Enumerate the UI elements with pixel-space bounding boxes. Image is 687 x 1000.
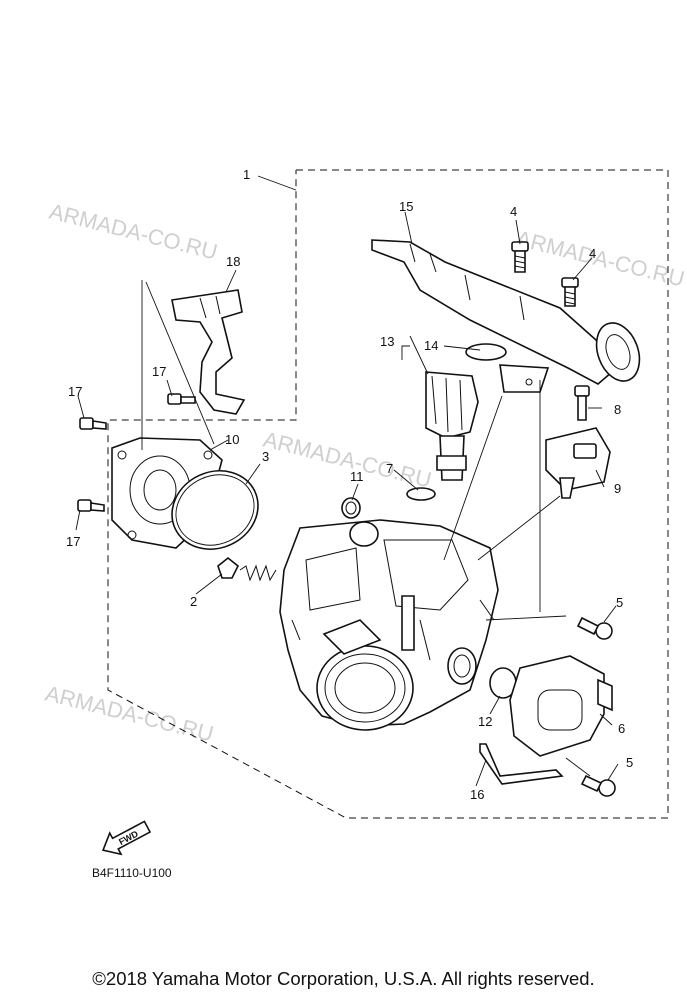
callout-4a: 4	[510, 204, 517, 219]
callout-5a: 5	[616, 595, 623, 610]
throttle-position-sensor	[509, 655, 613, 757]
rail-bolt-1	[511, 241, 529, 273]
callout-13: 13	[380, 334, 394, 349]
bracket	[171, 289, 246, 415]
screw-17-b	[79, 417, 107, 430]
fuel-rail	[371, 239, 641, 393]
fwd-arrow-icon: FWD	[101, 820, 152, 856]
callout-17c: 17	[66, 534, 80, 549]
callout-15: 15	[399, 199, 413, 214]
screw-5-a	[576, 616, 613, 640]
copyright-notice: ©2018 Yamaha Motor Corporation, U.S.A. A…	[92, 968, 595, 989]
screw-5-b	[580, 774, 616, 797]
intake-sensor	[545, 427, 611, 499]
callout-18: 18	[226, 254, 240, 269]
sensor-bolt	[574, 385, 590, 421]
callout-7: 7	[386, 461, 393, 476]
cap-11	[341, 497, 361, 519]
callout-14: 14	[424, 338, 438, 353]
callout-2: 2	[190, 594, 197, 609]
callout-4b: 4	[589, 246, 596, 261]
callout-12: 12	[478, 714, 492, 729]
callout-17b: 17	[68, 384, 82, 399]
gasket-ring	[171, 470, 259, 550]
callout-1: 1	[243, 167, 250, 182]
screw-17-a	[167, 393, 196, 405]
callout-16: 16	[470, 787, 484, 802]
watermark-middle: ARMADA-CO.RU	[261, 427, 434, 493]
rail-bolt-2	[561, 277, 579, 307]
throttle-body	[279, 519, 499, 731]
watermark-bottom-left: ARMADA-CO.RU	[43, 681, 216, 747]
callout-8: 8	[614, 402, 621, 417]
leader-lines	[75, 175, 619, 787]
callout-17a: 17	[152, 364, 166, 379]
assembly-boundary	[107, 169, 669, 819]
callout-10: 10	[225, 432, 239, 447]
screw-17-c	[77, 499, 105, 512]
watermark-top-left: ARMADA-CO.RU	[47, 199, 220, 265]
vacuum-hose	[479, 743, 564, 785]
callout-5b: 5	[626, 755, 633, 770]
diagram-code: B4F1110-U100	[92, 866, 172, 880]
fuel-injector	[406, 343, 507, 501]
watermark-top-right: ARMADA-CO.RU	[514, 226, 687, 292]
callout-11: 11	[350, 469, 364, 484]
callout-3: 3	[262, 449, 269, 464]
return-spring	[217, 556, 277, 582]
callout-9: 9	[614, 481, 621, 496]
callout-6: 6	[618, 721, 625, 736]
